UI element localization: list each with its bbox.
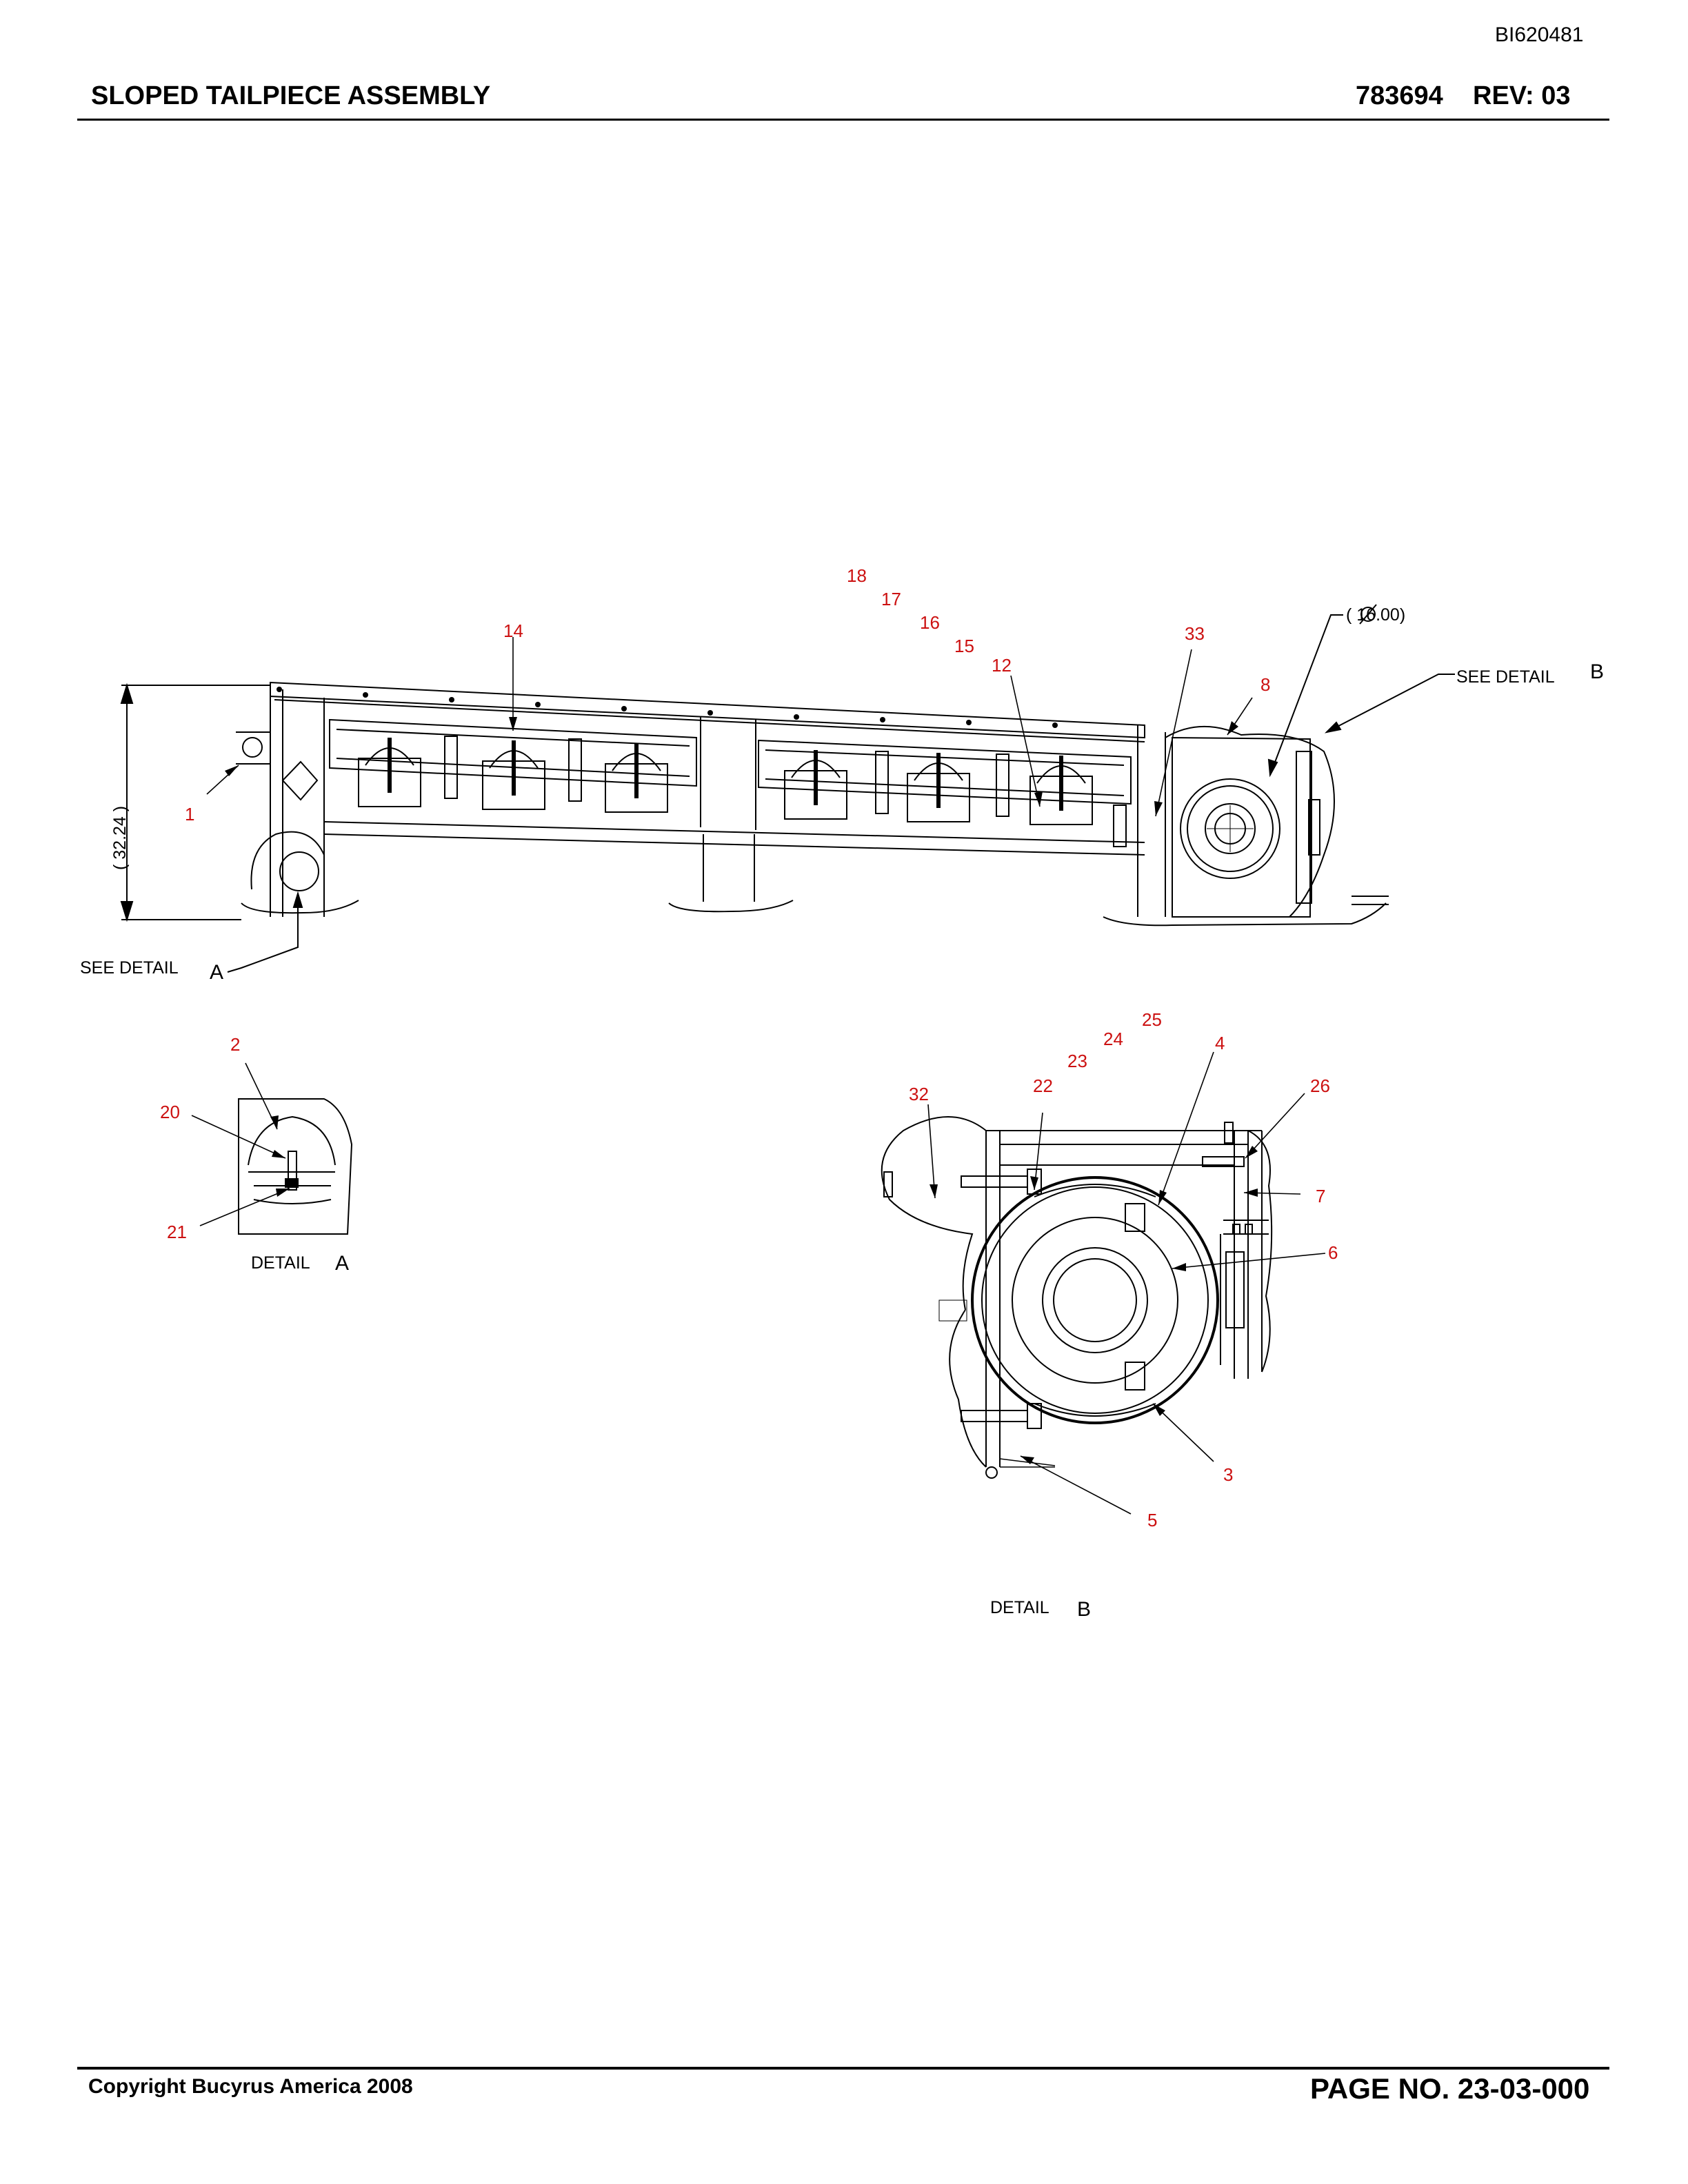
- callout-17: 17: [881, 589, 901, 609]
- header-rule: [77, 119, 1609, 121]
- see-detail-b-leader: [1324, 674, 1455, 734]
- main-view: [236, 681, 1389, 927]
- detail-b-label: DETAIL: [990, 1598, 1049, 1617]
- detail-a-label: DETAIL: [251, 1253, 310, 1273]
- detail-a-leaders: [191, 1062, 290, 1226]
- callout-2: 2: [230, 1034, 240, 1055]
- callout-32: 32: [909, 1084, 929, 1104]
- callout-25: 25: [1142, 1009, 1162, 1030]
- copyright-notice: Copyright Bucyrus America 2008: [88, 2075, 413, 2098]
- callout-23: 23: [1067, 1051, 1087, 1071]
- callout-20: 20: [160, 1102, 180, 1122]
- callout-15: 15: [954, 636, 974, 656]
- callout-26: 26: [1310, 1075, 1330, 1096]
- see-detail-a-leader: [227, 891, 303, 973]
- diameter-leader: [1267, 614, 1343, 778]
- callout-12: 12: [992, 655, 1012, 676]
- diameter-symbol: [1359, 604, 1377, 625]
- height-dimension: [120, 682, 270, 922]
- detail-b-view: [881, 1116, 1273, 1479]
- see-detail-a-letter: A: [210, 961, 223, 984]
- callout-16: 16: [920, 612, 940, 633]
- revision: REV: 03: [1473, 81, 1571, 110]
- document-id: BI620481: [1495, 23, 1584, 46]
- callout-4: 4: [1215, 1033, 1225, 1053]
- detail-b-letter: B: [1077, 1598, 1091, 1621]
- callout-8: 8: [1260, 674, 1270, 695]
- callout-33: 33: [1185, 623, 1205, 644]
- main-callout-arrowheads: [225, 717, 1238, 816]
- callout-14: 14: [503, 620, 523, 641]
- detail-b-arrowheads: [930, 1146, 1258, 1464]
- callout-21: 21: [167, 1222, 187, 1242]
- callout-3: 3: [1223, 1464, 1233, 1485]
- detail-b-leaders: [927, 1051, 1326, 1515]
- footer-rule: [77, 2067, 1609, 2070]
- height-dimension-label: ( 32.24 ): [110, 806, 130, 870]
- detail-a-letter: A: [335, 1252, 349, 1275]
- detail-a-arrowheads: [270, 1115, 290, 1197]
- page-number: PAGE NO. 23-03-000: [1310, 2072, 1590, 2105]
- see-detail-b-letter: B: [1590, 660, 1604, 683]
- diameter-dimension-label: ( 16.00): [1346, 605, 1405, 625]
- main-callout-leaders: [206, 637, 1253, 817]
- page-title: SLOPED TAILPIECE ASSEMBLY: [91, 81, 491, 110]
- detail-a-view: [238, 1098, 353, 1235]
- see-detail-b-label: SEE DETAIL: [1456, 667, 1555, 687]
- callout-22: 22: [1033, 1075, 1053, 1096]
- callout-1: 1: [185, 804, 194, 825]
- callout-18: 18: [847, 565, 867, 586]
- callout-7: 7: [1316, 1186, 1325, 1206]
- callout-5: 5: [1147, 1510, 1157, 1530]
- see-detail-a-label: SEE DETAIL: [80, 958, 179, 978]
- part-number: 783694: [1356, 81, 1443, 110]
- callout-6: 6: [1328, 1242, 1338, 1263]
- callout-24: 24: [1103, 1029, 1123, 1049]
